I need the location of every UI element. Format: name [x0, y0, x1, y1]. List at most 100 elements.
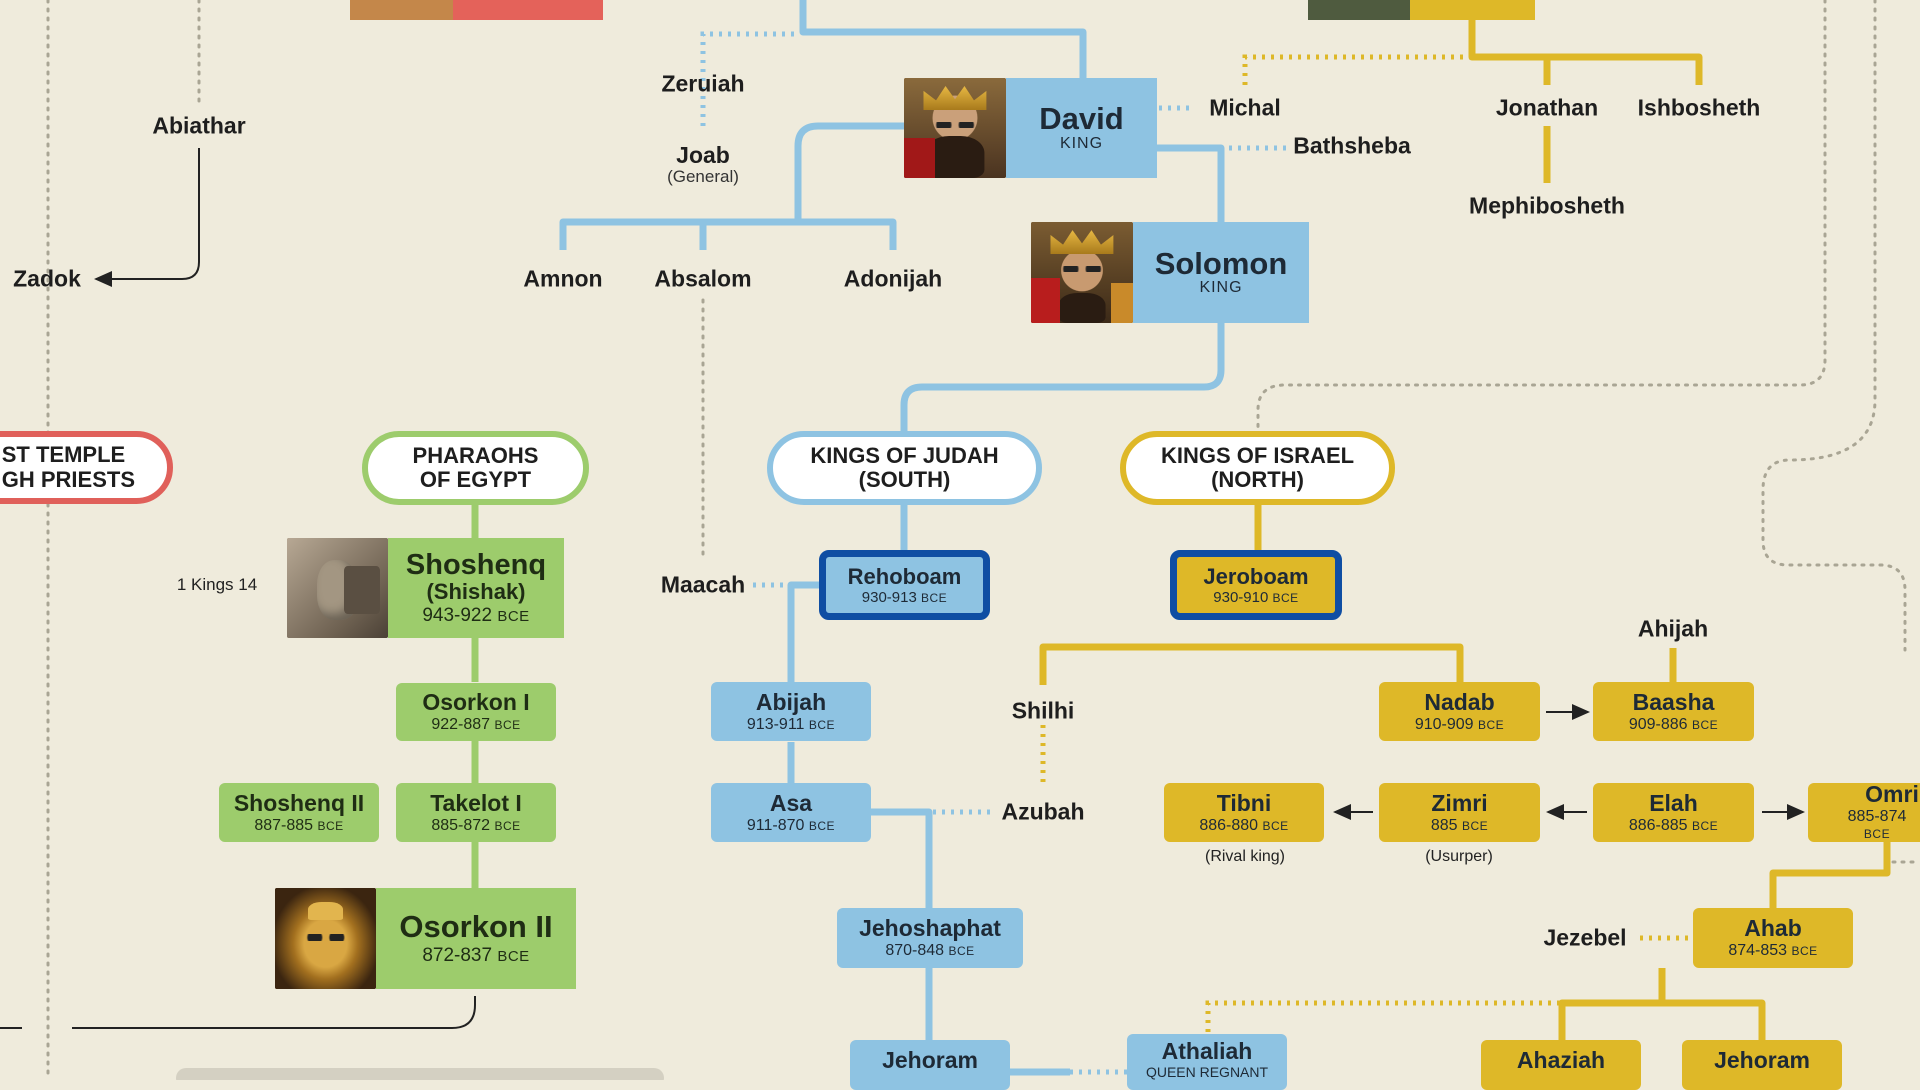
elah-dates: 886-885 BCE	[1628, 816, 1719, 834]
pharaoh-osorkon-i[interactable]: Osorkon I 922-887 BCE	[396, 683, 556, 741]
nadab-name: Nadab	[1424, 688, 1495, 715]
shishak-ref: 1 Kings 14	[176, 575, 258, 594]
nadab-dates: 910-909 BCE	[1414, 715, 1505, 733]
king-rehoboam[interactable]: Rehoboam 930-913 BCE	[819, 550, 990, 620]
header-kings-judah: KINGS OF JUDAH (SOUTH)	[767, 431, 1042, 505]
header-pharaohs-egypt: PHARAOHS OF EGYPT	[362, 431, 589, 505]
osorkon-ii-dates: 872-837 BCE	[422, 945, 530, 967]
king-ahaziah[interactable]: Ahaziah	[1481, 1040, 1641, 1090]
pharaoh-shoshenq-ii[interactable]: Shoshenq II 887-885 BCE	[219, 783, 379, 842]
abijah-name: Abijah	[755, 688, 827, 715]
label-azubah: Azubah	[1001, 798, 1085, 825]
king-solomon[interactable]: Solomon KING	[1133, 222, 1309, 323]
elah-name: Elah	[1649, 789, 1698, 816]
jeroboam-dates: 930-910 BCE	[1213, 588, 1299, 606]
asa-name: Asa	[769, 789, 813, 816]
king-baasha[interactable]: Baasha 909-886 BCE	[1593, 682, 1754, 741]
king-david-name: David	[1039, 101, 1124, 137]
zimri-name: Zimri	[1431, 789, 1488, 816]
jehoshaphat-dates: 870-848 BCE	[885, 942, 975, 960]
rehoboam-name: Rehoboam	[847, 563, 962, 589]
portrait-crop-top-left	[350, 0, 453, 20]
tibni-note: (Rival king)	[1204, 848, 1286, 865]
king-david[interactable]: David KING	[1006, 78, 1157, 178]
shoshenq-ii-dates: 887-885 BCE	[254, 816, 344, 834]
omri-dates: 885-874 BCE	[1847, 808, 1907, 842]
king-jehoshaphat[interactable]: Jehoshaphat 870-848 BCE	[837, 908, 1023, 968]
king-solomon-title: KING	[1199, 279, 1243, 297]
king-tibni[interactable]: Tibni 886-880 BCE	[1164, 783, 1324, 842]
athaliah-title: QUEEN REGNANT	[1145, 1064, 1269, 1081]
solomon-portrait	[1031, 222, 1133, 323]
pharaoh-osorkon-ii[interactable]: Osorkon II 872-837 BCE	[376, 888, 576, 989]
box-crop-top-right	[1410, 0, 1535, 20]
label-joab-role: (General)	[667, 167, 739, 187]
pharaoh-shoshenq-alias: (Shishak)	[426, 579, 526, 605]
label-amnon: Amnon	[523, 265, 603, 292]
ahab-dates: 874-853 BCE	[1728, 942, 1818, 960]
pharaoh-shoshenq-dates: 943-922 BCE	[422, 605, 530, 627]
king-omri[interactable]: Omri 885-874 BCE	[1808, 782, 1920, 842]
king-nadab[interactable]: Nadab 910-909 BCE	[1379, 682, 1540, 741]
label-zadok: Zadok	[13, 265, 81, 292]
king-ahab[interactable]: Ahab 874-853 BCE	[1693, 908, 1853, 968]
israel-lines	[1039, 16, 1891, 1040]
king-asa[interactable]: Asa 911-870 BCE	[711, 783, 871, 842]
header-kings-israel: KINGS OF ISRAEL (NORTH)	[1120, 431, 1395, 505]
queen-athaliah[interactable]: Athaliah QUEEN REGNANT	[1127, 1034, 1287, 1090]
label-jezebel: Jezebel	[1543, 924, 1627, 951]
tibni-name: Tibni	[1216, 789, 1272, 816]
osorkon-ii-name: Osorkon II	[399, 908, 553, 944]
king-jehoram-israel[interactable]: Jehoram	[1682, 1040, 1842, 1090]
label-maacah: Maacah	[660, 571, 746, 598]
box-crop-top-left	[453, 0, 603, 20]
succession-arrows	[1333, 704, 1805, 820]
ahaziah-name: Ahaziah	[1516, 1047, 1606, 1073]
pharaoh-shoshenq-name: Shoshenq	[405, 548, 547, 581]
baasha-name: Baasha	[1632, 688, 1715, 715]
osorkon-i-dates: 922-887 BCE	[431, 716, 521, 734]
asa-dates: 911-870 BCE	[746, 816, 836, 834]
takelot-i-dates: 885-872 BCE	[431, 816, 521, 834]
label-bathsheba: Bathsheba	[1293, 132, 1411, 159]
portrait-crop-top-right	[1308, 0, 1410, 20]
athaliah-name: Athaliah	[1161, 1038, 1253, 1064]
label-shilhi: Shilhi	[1011, 697, 1075, 724]
baasha-dates: 909-886 BCE	[1628, 715, 1719, 733]
label-joab-name: Joab	[676, 142, 730, 169]
rehoboam-dates: 930-913 BCE	[861, 588, 948, 606]
israel-spouse-links	[1040, 54, 1693, 1032]
ahab-name: Ahab	[1744, 915, 1802, 942]
section-dividers	[46, 0, 1920, 1080]
jeroboam-name: Jeroboam	[1203, 563, 1309, 589]
jehoram-judah-name: Jehoram	[882, 1047, 978, 1073]
king-elah[interactable]: Elah 886-885 BCE	[1593, 783, 1754, 842]
label-joab: Joab (General)	[667, 142, 739, 187]
header-high-priests: ST TEMPLE GH PRIESTS	[0, 431, 173, 504]
king-jeroboam[interactable]: Jeroboam 930-910 BCE	[1170, 550, 1342, 620]
zimri-note: (Usurper)	[1425, 848, 1493, 865]
king-abijah[interactable]: Abijah 913-911 BCE	[711, 682, 871, 741]
shoshenq-ii-name: Shoshenq II	[233, 789, 365, 816]
label-adonijah: Adonijah	[843, 265, 943, 292]
king-david-title: KING	[1059, 134, 1104, 152]
david-portrait	[904, 78, 1006, 178]
zimri-dates: 885 BCE	[1430, 816, 1489, 834]
judah-spouse-links	[700, 31, 1287, 1075]
label-jonathan: Jonathan	[1495, 94, 1599, 121]
king-zimri[interactable]: Zimri 885 BCE	[1379, 783, 1540, 842]
jehoshaphat-name: Jehoshaphat	[859, 915, 1001, 942]
label-zeruiah: Zeruiah	[661, 70, 745, 97]
label-absalom: Absalom	[654, 265, 752, 292]
pharaoh-shoshenq[interactable]: Shoshenq (Shishak) 943-922 BCE	[388, 538, 564, 638]
osorkon-mask	[275, 888, 376, 989]
pharaoh-takelot-i[interactable]: Takelot I 885-872 BCE	[396, 783, 556, 842]
osorkon-i-name: Osorkon I	[422, 689, 530, 716]
label-ishbosheth: Ishbosheth	[1637, 94, 1761, 121]
shoshenq-relief	[287, 538, 388, 638]
king-jehoram-judah[interactable]: Jehoram	[850, 1040, 1010, 1090]
label-michal: Michal	[1209, 94, 1281, 121]
tibni-dates: 886-880 BCE	[1199, 816, 1289, 834]
bottom-panel-crop	[176, 1068, 664, 1080]
